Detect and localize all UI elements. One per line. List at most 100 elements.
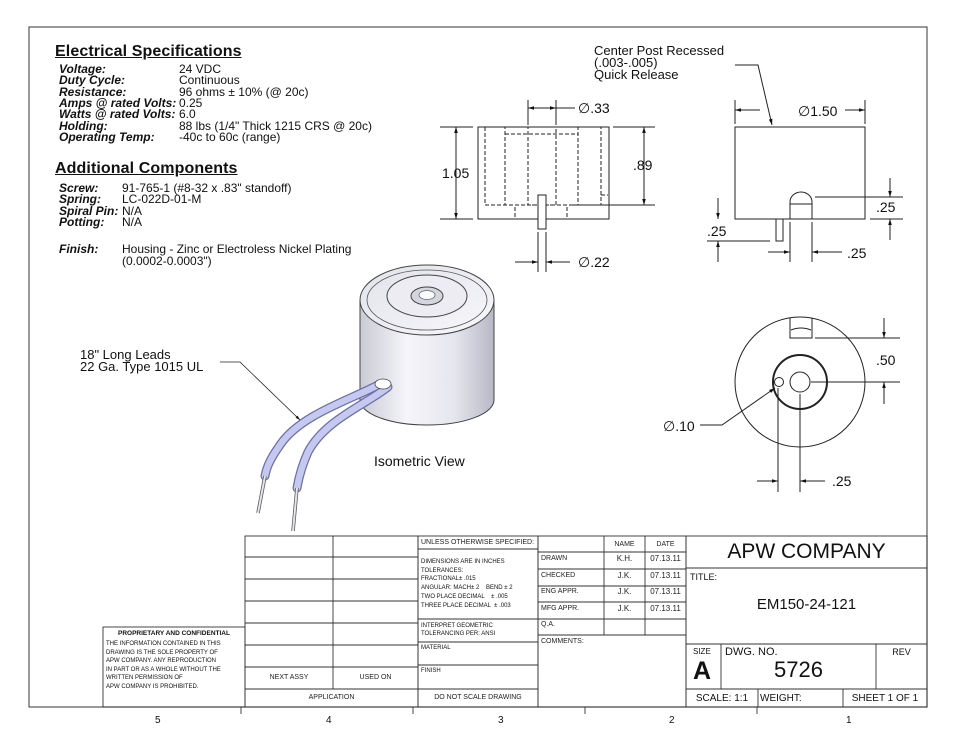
spec-value: 0.25 <box>179 95 203 110</box>
zone-label: 1 <box>846 715 852 726</box>
comments-label: COMMENTS: <box>541 638 584 645</box>
component-value: LC-022D-01-M <box>122 192 202 207</box>
spec-label: Operating Temp: <box>59 129 155 144</box>
zone-label: 3 <box>498 715 504 726</box>
proprietary-line: THE INFORMATION CONTAINED IN THIS <box>106 641 221 647</box>
used-on-label: USED ON <box>359 674 392 681</box>
approval-date[interactable]: 07.13.11 <box>650 570 681 580</box>
interpret-line1: INTERPRET GEOMETRIC <box>421 623 493 629</box>
spec-label: Amps @ rated Volts: <box>59 95 177 110</box>
approval-date[interactable]: 07.13.11 <box>650 603 681 613</box>
weight-field: WEIGHT: <box>760 693 802 704</box>
dim-hole-diameter: ∅.10 <box>663 418 695 434</box>
application-label: APPLICATION <box>308 694 355 701</box>
dim-bump-height: .25 <box>876 199 896 215</box>
spec-value: 6.0 <box>179 107 196 122</box>
component-label: Spiral Pin: <box>59 203 119 218</box>
electrical-specs-heading: Electrical Specifications <box>55 43 242 60</box>
side-view <box>707 64 903 262</box>
proprietary-line: DRAWING IS THE SOLE PROPERTY OF <box>106 649 218 656</box>
component-row: Spring: LC-022D-01-M <box>59 192 202 207</box>
title-block-grid <box>102 535 928 714</box>
scale-field: SCALE: 1:1 <box>695 693 749 704</box>
center-post-note-line3: Quick Release <box>594 67 679 82</box>
material-field[interactable]: MATERIAL <box>421 645 451 651</box>
component-row: Potting: N/A <box>59 214 143 229</box>
drawing-title: EM150-24-121 <box>756 596 857 613</box>
approval-name[interactable]: K.H. <box>616 554 633 563</box>
bottom-view <box>700 316 900 492</box>
spec-value: 96 ohms ± 10% (@ 20c) <box>179 84 309 99</box>
dim-overall-height: 1.05 <box>442 165 470 181</box>
component-value: N/A <box>122 203 143 218</box>
approval-role: MFG APPR. <box>541 604 580 612</box>
spec-label: Resistance: <box>59 84 127 99</box>
approval-role: Q.A. <box>541 621 556 629</box>
zone-label: 2 <box>669 715 675 726</box>
spec-label: Holding: <box>59 118 108 133</box>
electrical-spec-row: Duty Cycle:Continuous <box>59 73 240 88</box>
proprietary-heading: PROPRIETARY AND CONFIDENTIAL <box>118 630 230 637</box>
component-label: Screw: <box>59 181 99 195</box>
dwg-no-value: 5726 <box>774 657 823 682</box>
dim-core-height: .89 <box>633 157 653 173</box>
proprietary-line: APW COMPANY IS PROHIBITED. <box>106 684 199 690</box>
zone-label: 5 <box>155 715 161 726</box>
interpret-line2: TOLERANCING PER: ANSI <box>421 631 496 637</box>
proprietary-line: WRITTEN PERMISSION OF <box>106 675 183 682</box>
zone-label: 4 <box>326 715 332 726</box>
spec-label: Voltage: <box>59 62 106 76</box>
sheet-field: SHEET 1 OF 1 <box>851 693 919 704</box>
dim-bottom-offset: .50 <box>876 352 896 368</box>
tolerance-line: THREE PLACE DECIMAL ± .003 <box>421 602 511 609</box>
finish-value-line2: (0.0002-0.0003") <box>122 254 212 268</box>
size-value: A <box>693 657 712 685</box>
component-label: Spring: <box>59 192 101 207</box>
interpret-note: INTERPRET GEOMETRIC TOLERANCING PER: ANS… <box>421 622 495 638</box>
approval-name[interactable]: J.K. <box>617 603 632 613</box>
electrical-spec-row: Holding: 88 lbs (1/4" Thick 1215 CRS @ 20… <box>59 118 372 133</box>
proprietary-line: APW COMPANY. ANY REPRODUCTION <box>106 658 217 665</box>
do-not-scale-note: DO NOT SCALE DRAWING <box>434 694 522 701</box>
center-post-note-line2: (.003-.005) <box>594 55 658 70</box>
component-label: Potting: <box>59 214 105 229</box>
dwg-no-label: DWG. NO. <box>725 646 778 658</box>
electrical-spec-row: Watts @ rated Volts:6.0 <box>59 107 196 122</box>
leads-note-line2: 22 Ga. Type 1015 UL <box>80 359 204 374</box>
rev-label: REV <box>892 647 911 657</box>
spec-value: 88 lbs (1/4" Thick 1215 CRS @ 20c) <box>179 118 372 133</box>
spec-label: Watts @ rated Volts: <box>59 107 176 122</box>
component-row: Screw: 91-765-1 (#8-32 x .83" standoff) <box>59 181 292 195</box>
proprietary-line: IN PART OR AS A WHOLE WITHOUT THE <box>106 666 221 673</box>
additional-components-heading: Additional Components <box>55 160 238 177</box>
title-label: TITLE: <box>690 572 718 582</box>
date-header: DATE <box>656 541 675 548</box>
approval-name[interactable]: J.K. <box>617 570 632 580</box>
finish-field[interactable]: FINISH <box>421 668 441 674</box>
approval-role: ENG APPR. <box>541 588 579 596</box>
isometric-view <box>220 264 495 532</box>
approval-date[interactable]: 07.13.11 <box>650 554 681 563</box>
spec-label: Duty Cycle: <box>59 73 126 88</box>
component-row: Spiral Pin:N/A <box>59 203 143 218</box>
dim-hole-offset: .25 <box>832 473 852 489</box>
component-value: N/A <box>122 214 143 229</box>
tolerance-line: ANGULAR: MACH± 2 BEND ± 2 <box>421 585 513 592</box>
section-view <box>440 100 655 272</box>
finish-label: Finish: <box>59 242 99 256</box>
approval-role: CHECKED <box>541 571 576 579</box>
spec-value: -40c to 60c (range) <box>179 129 281 144</box>
dim-pin-offset: .25 <box>847 245 867 261</box>
finish-value-line1: Housing - Zinc or Electroless Nickel Pla… <box>122 242 352 256</box>
tolerance-line: TWO PLACE DECIMAL ± .005 <box>421 593 508 600</box>
approval-date[interactable]: 07.13.11 <box>650 587 681 597</box>
component-value: 91-765-1 (#8-32 x .83" standoff) <box>122 181 292 195</box>
tolerance-line: FRACTIONAL± .015 <box>421 576 476 583</box>
approval-name[interactable]: J.K. <box>617 587 632 597</box>
dim-post-diameter: ∅.33 <box>578 100 610 116</box>
tolerance-line: DIMENSIONS ARE IN INCHES <box>421 559 505 565</box>
next-assy-label: NEXT ASSY <box>269 674 309 681</box>
tolerance-line: TOLERANCES: <box>421 567 464 574</box>
name-header: NAME <box>614 541 635 548</box>
